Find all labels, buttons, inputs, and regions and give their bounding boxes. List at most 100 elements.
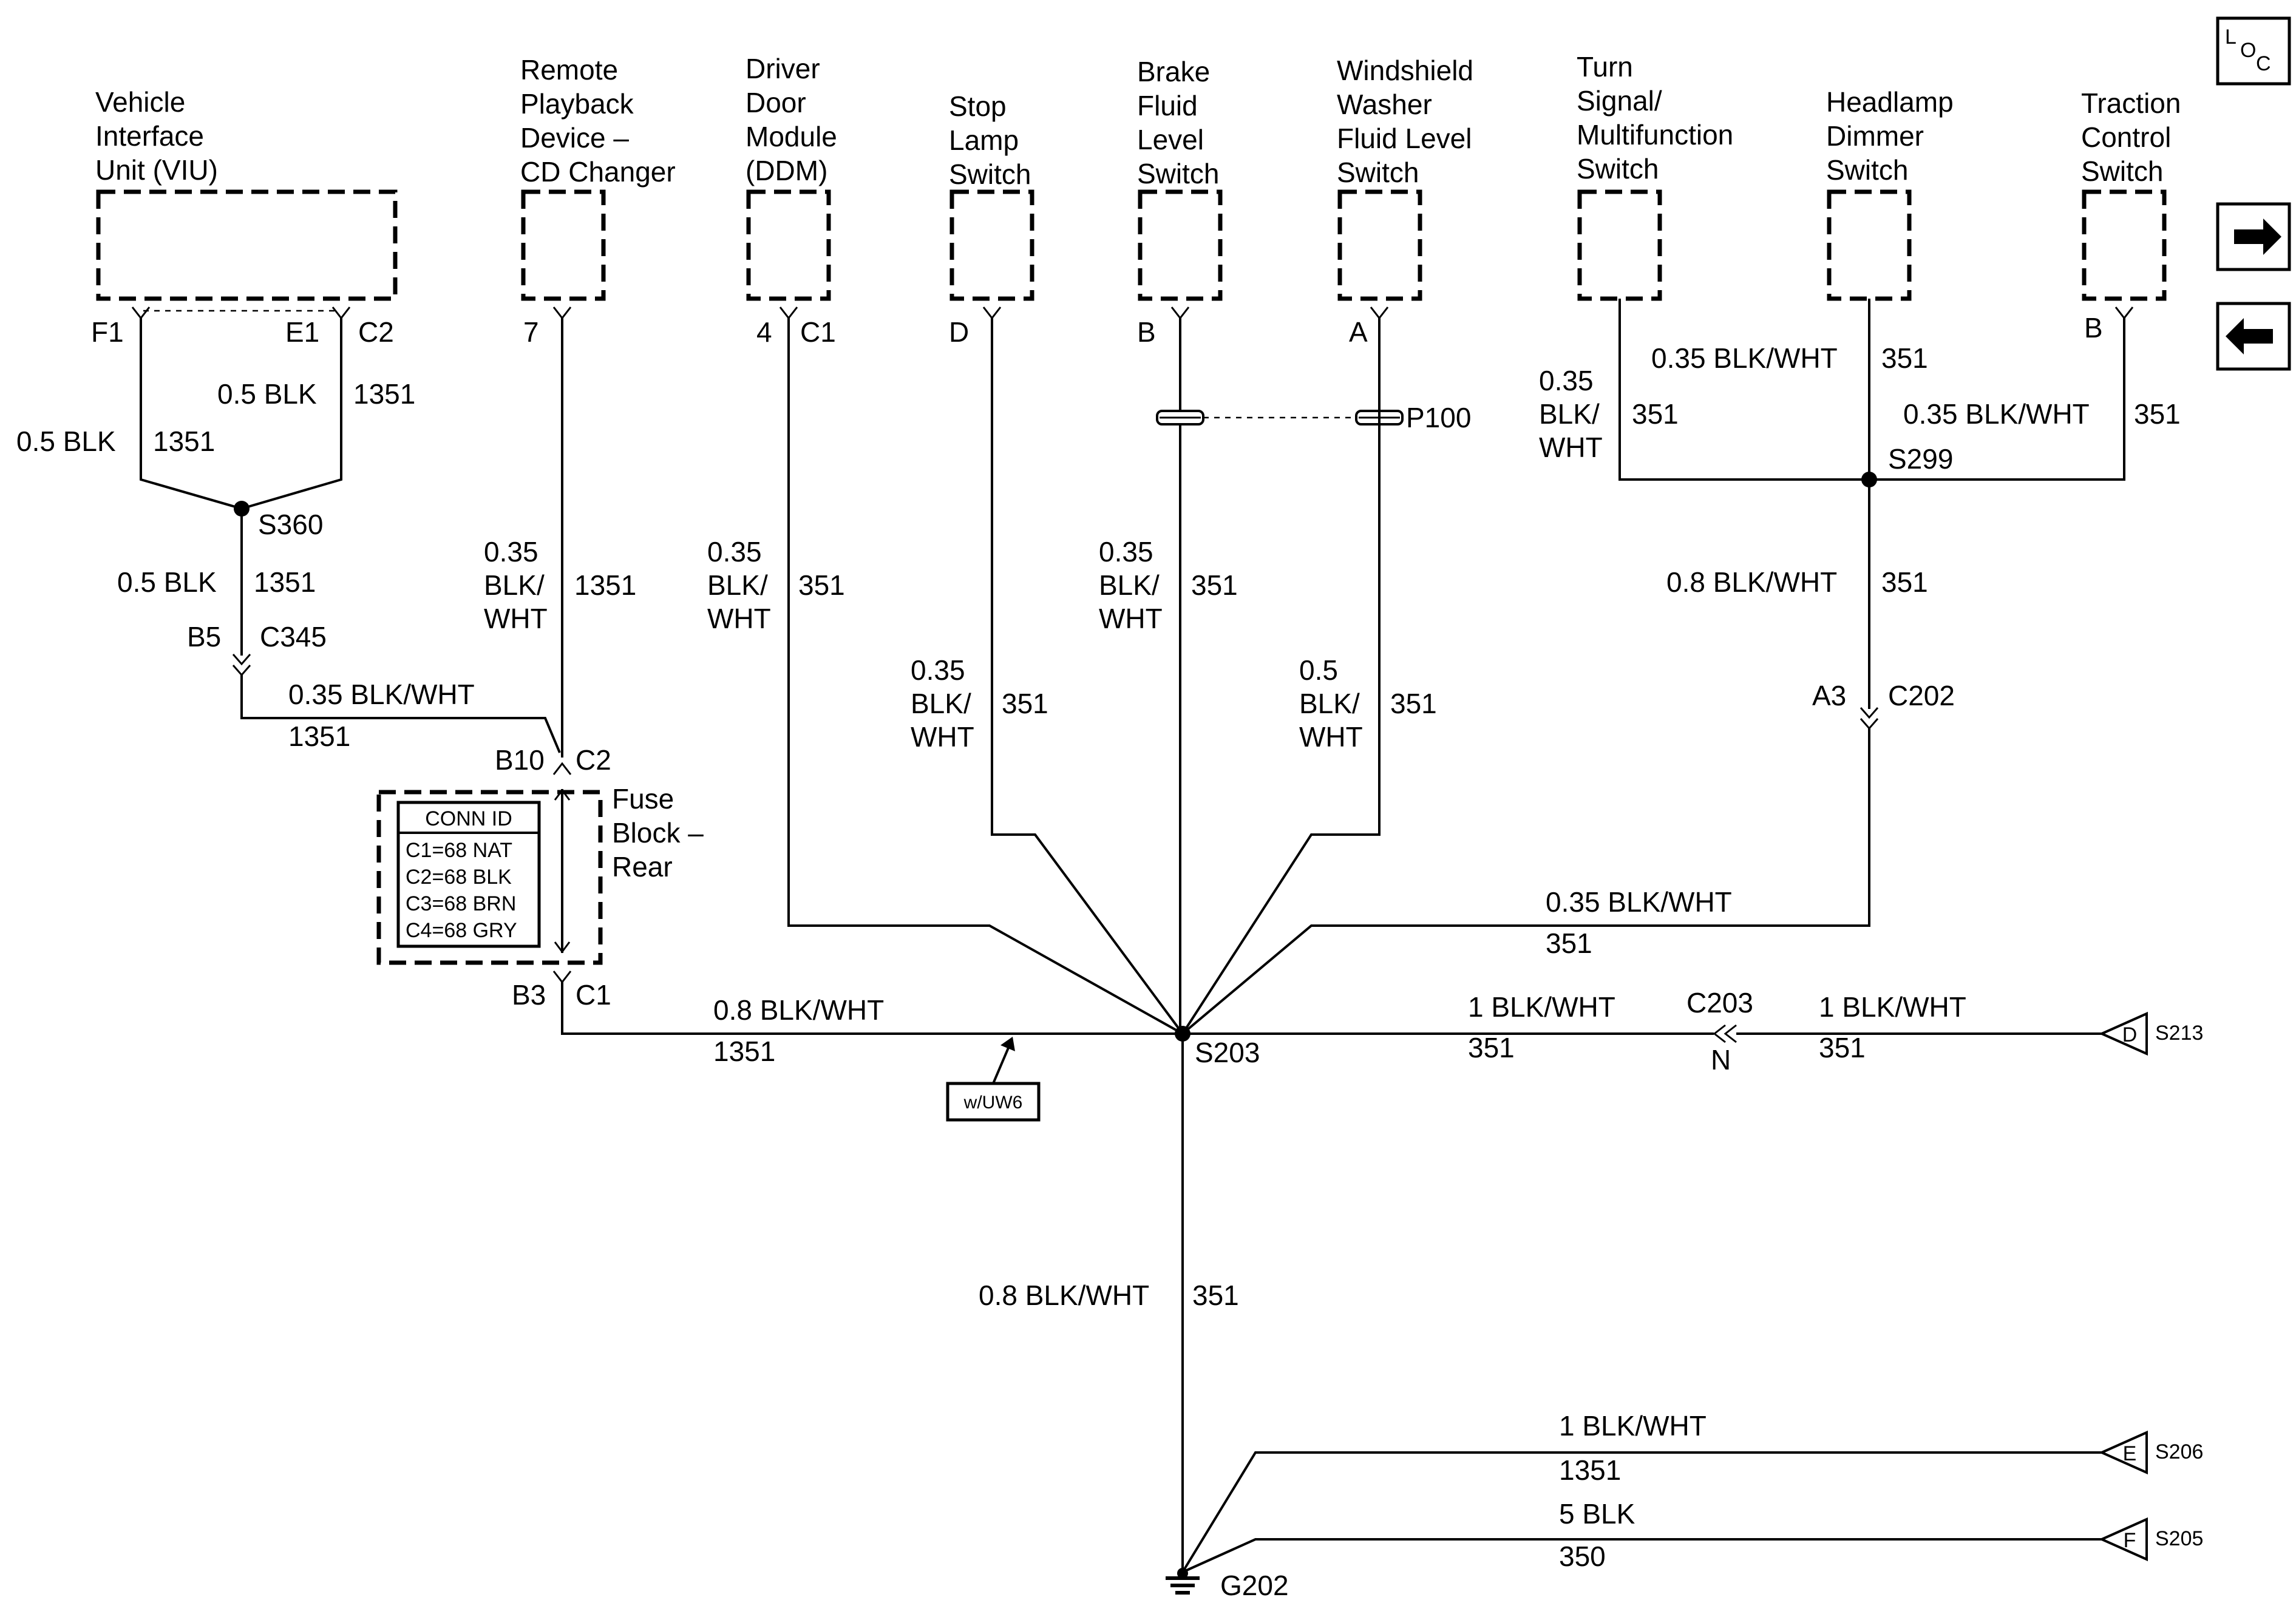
- ddm-box: [746, 189, 831, 301]
- rpd-label-4: CD Changer: [520, 156, 676, 188]
- brake-box: [1138, 189, 1223, 301]
- wash-pin-icon: [1370, 307, 1389, 320]
- ddm-wire-gauge-3: WHT: [707, 603, 771, 634]
- fuse-c1-pin-icon: [552, 971, 572, 984]
- wash-label-3: Fluid Level: [1337, 123, 1472, 154]
- turn-wire-gauge-2: BLK/: [1539, 398, 1600, 430]
- brake-pin-b: B: [1137, 316, 1156, 348]
- stop-label-3: Switch: [949, 158, 1031, 190]
- wash-wire: [1181, 317, 1381, 1035]
- rpd-label-2: Playback: [520, 88, 634, 120]
- viu-c2-wire: [241, 317, 342, 510]
- s360-down-wire-gauge: 0.5 BLK: [117, 566, 217, 598]
- brake-label-3: Level: [1137, 124, 1204, 155]
- s299-label: S299: [1888, 443, 1953, 475]
- head-label-3: Switch: [1826, 154, 1908, 186]
- viu-c2-wire-gauge: 0.5 BLK: [217, 378, 317, 410]
- rpd-pin-7: 7: [523, 316, 539, 348]
- s213-page-ref[interactable]: D S213: [2099, 1011, 2203, 1056]
- c202-pin: A3: [1812, 680, 1846, 711]
- location-button[interactable]: L O C: [2216, 16, 2291, 86]
- viu-box: [96, 189, 398, 301]
- turn-wire-gauge-1: 0.35: [1539, 365, 1594, 396]
- fuse-label-2: Block –: [612, 817, 704, 849]
- viu-pin-f1: F1: [91, 316, 124, 348]
- g202-label: G202: [1220, 1570, 1289, 1601]
- s203-label: S203: [1195, 1037, 1260, 1068]
- brake-label-4: Switch: [1137, 158, 1219, 189]
- s206-page-ref[interactable]: E S206: [2099, 1430, 2203, 1475]
- rpd-wire-gauge-3: WHT: [484, 603, 548, 634]
- trac-pin-icon: [2114, 307, 2134, 320]
- turn-label-4: Switch: [1577, 153, 1659, 185]
- turn-box: [1577, 189, 1662, 301]
- c203-s203-wire-gauge: 1 BLK/WHT: [1468, 991, 1615, 1023]
- ddm-wire-circuit: 351: [798, 569, 845, 601]
- s360-down-wire-circuit: 1351: [254, 566, 316, 598]
- stop-wire-circuit: 351: [1002, 688, 1048, 719]
- s213-ref-label: S213: [2155, 1022, 2203, 1045]
- fuse-arrow-down-icon: [554, 941, 571, 954]
- s206-ref-letter: E: [2123, 1442, 2137, 1465]
- s213-ref-triangle-icon: [2099, 1011, 2148, 1056]
- stop-wire-gauge-3: WHT: [911, 721, 974, 753]
- ddm-wire-gauge-2: BLK/: [707, 569, 768, 601]
- conn-id-row-1: C1=68 NAT: [406, 839, 512, 862]
- s360-label: S360: [258, 509, 323, 540]
- wash-wire-circuit: 351: [1390, 688, 1437, 719]
- loc-icon-c: C: [2256, 52, 2271, 75]
- brake-wire-circuit: 351: [1191, 569, 1238, 601]
- stop-box: [949, 189, 1034, 301]
- s206-g202-wire: [1181, 1451, 2102, 1573]
- s205-ref-letter: F: [2124, 1529, 2136, 1552]
- rpd-wire-circuit: 1351: [574, 569, 636, 601]
- c203-connector-icon: [1713, 1024, 1726, 1043]
- rpd-box: [521, 189, 606, 301]
- brake-wire-gauge-1: 0.35: [1099, 536, 1153, 568]
- c202-connector-icon-2: [1860, 718, 1879, 730]
- conn-id-row-3: C3=68 BRN: [406, 892, 516, 915]
- previous-page-button[interactable]: [2216, 302, 2291, 371]
- fuse-pin-b3: B3: [512, 979, 546, 1011]
- trac-wire-gauge: 0.35 BLK/WHT: [1903, 398, 2090, 430]
- wash-box: [1337, 189, 1422, 301]
- next-page-arrow-icon: [2234, 219, 2281, 255]
- ddm-pin-icon: [779, 307, 798, 320]
- c202-label: C202: [1888, 680, 1955, 711]
- c203-s203-wire-circuit: 351: [1468, 1032, 1515, 1063]
- ddm-wire: [787, 317, 1183, 1035]
- head-wire-circuit: 351: [1881, 342, 1928, 374]
- viu-pin-c2: C2: [358, 316, 394, 348]
- rpd-wire-gauge-1: 0.35: [484, 536, 538, 568]
- brake-wire-gauge-3: WHT: [1099, 603, 1163, 634]
- brake-wire-gauge-2: BLK/: [1099, 569, 1160, 601]
- wash-wire-gauge-1: 0.5: [1299, 654, 1338, 686]
- trac-pin-b: B: [2084, 312, 2103, 344]
- viu-f1-pin-icon: [131, 307, 151, 320]
- stop-wire-gauge-1: 0.35: [911, 654, 965, 686]
- trac-label-3: Switch: [2081, 155, 2163, 187]
- stop-pin-d: D: [949, 316, 969, 348]
- brake-label-2: Fluid: [1137, 90, 1198, 121]
- ddm-label-4: (DDM): [746, 155, 827, 186]
- brake-pin-icon: [1170, 307, 1190, 320]
- fuse-s203-wire-circuit: 1351: [713, 1036, 775, 1067]
- rpd-pin-icon: [552, 307, 572, 320]
- trac-wire-circuit: 351: [2134, 398, 2181, 430]
- option-uw6-pointer: [992, 1046, 1010, 1084]
- loc-icon-l: L: [2225, 25, 2237, 49]
- head-label-1: Headlamp: [1826, 86, 1954, 118]
- s205-wire-gauge: 5 BLK: [1559, 1498, 1635, 1530]
- turn-wire-gauge-3: WHT: [1539, 432, 1603, 463]
- turn-label-2: Signal/: [1577, 85, 1662, 117]
- stop-label-1: Stop: [949, 90, 1007, 122]
- c345-connector-icon-2: [232, 665, 251, 677]
- stop-wire: [991, 317, 1184, 1035]
- fuse-label-3: Rear: [612, 851, 673, 883]
- s206-ref-triangle-icon: [2099, 1430, 2148, 1475]
- fuse-arrow-up-icon: [554, 788, 571, 801]
- s205-page-ref[interactable]: F S205: [2099, 1517, 2203, 1562]
- next-page-button[interactable]: [2216, 202, 2291, 271]
- fuse-pin-c1: C1: [576, 979, 611, 1011]
